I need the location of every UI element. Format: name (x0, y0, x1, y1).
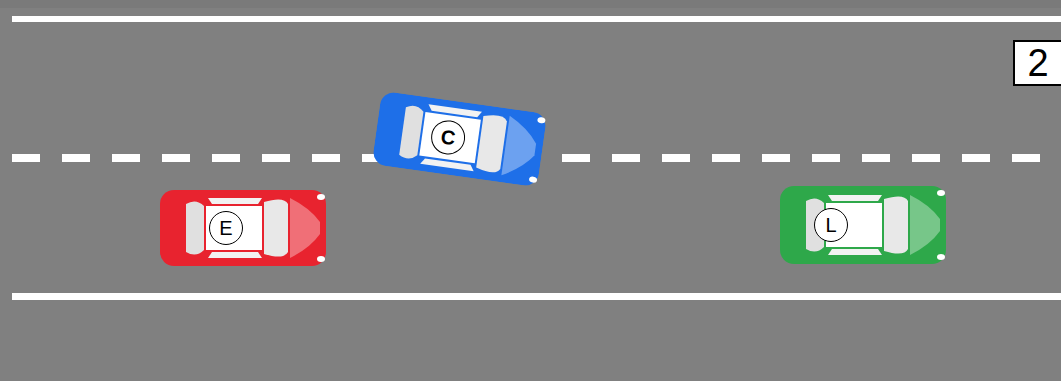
hood-highlight (910, 195, 940, 255)
hood-highlight (290, 198, 320, 258)
car-letter: L (825, 215, 836, 235)
headlight (937, 254, 945, 260)
lane-line (12, 16, 1061, 22)
figure-number: 2 (1027, 44, 1048, 82)
car-letter: E (219, 218, 232, 238)
windshield (264, 199, 288, 256)
side-window (208, 252, 262, 258)
rear-window (186, 201, 204, 254)
roof-highlight (206, 206, 262, 250)
roof-highlight (419, 112, 481, 163)
headlight (937, 190, 945, 196)
car-body-shape (372, 91, 548, 188)
road-edge (0, 0, 1061, 8)
headlight (537, 117, 546, 124)
car-body (160, 190, 326, 266)
headlight (317, 256, 325, 262)
figure-number-box: 2 (1013, 40, 1061, 86)
side-window (828, 249, 882, 255)
car-body-shape (780, 186, 946, 264)
headlight (529, 176, 538, 183)
car: E (160, 190, 326, 266)
windshield (476, 114, 508, 174)
lane-line (12, 293, 1061, 300)
hood-highlight (501, 116, 539, 180)
windshield (884, 196, 908, 253)
car: C (372, 91, 548, 188)
side-window (208, 198, 262, 204)
car-body (780, 186, 946, 264)
car-label-circle: L (814, 208, 848, 242)
car: L (780, 186, 946, 264)
headlight (317, 194, 325, 200)
car-body-shape (160, 190, 326, 266)
car-label-circle: E (209, 211, 243, 245)
side-window (828, 195, 882, 201)
car-letter: C (440, 126, 457, 148)
